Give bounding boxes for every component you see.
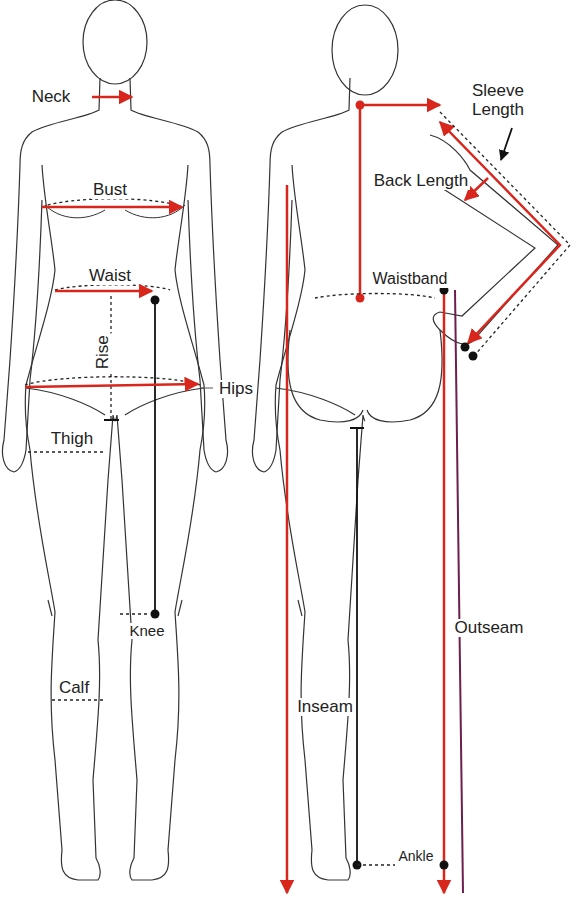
front-measure-lines bbox=[42, 206, 182, 209]
front-figure bbox=[188, 165, 228, 472]
front-measure-lines bbox=[42, 199, 182, 207]
measurement-label: Knee bbox=[127, 623, 166, 640]
measurement-label: Bust bbox=[91, 181, 129, 200]
front-measure-lines bbox=[154, 300, 156, 614]
front-figure bbox=[2, 0, 227, 880]
measurement-label: Thigh bbox=[49, 430, 96, 449]
front-measure-lines bbox=[55, 290, 152, 293]
back-measure-lines bbox=[315, 294, 435, 299]
measurement-label: Rise bbox=[94, 333, 113, 371]
front-measure-lines bbox=[25, 97, 213, 700]
front-measure-lines bbox=[55, 285, 170, 290]
back-measure-lines bbox=[501, 128, 512, 160]
back-figure bbox=[288, 330, 442, 422]
measurement-label: Back Length bbox=[372, 172, 471, 191]
back-measure-lines bbox=[360, 104, 440, 107]
back-measure-lines bbox=[357, 864, 395, 865]
back-measure-lines bbox=[443, 290, 446, 893]
measurement-label: Outseam bbox=[453, 619, 526, 638]
back-measure-lines bbox=[461, 343, 470, 352]
front-measure-lines bbox=[120, 613, 150, 614]
front-measure-lines bbox=[25, 384, 198, 387]
measurement-label: Calf bbox=[57, 679, 91, 698]
back-measure-lines bbox=[356, 294, 365, 303]
back-measure-lines bbox=[359, 105, 362, 298]
front-measure-lines bbox=[151, 296, 160, 305]
measurement-label: Waistband bbox=[371, 270, 450, 288]
back-measure-lines bbox=[350, 427, 364, 429]
measurement-label: Hips bbox=[217, 380, 255, 399]
measurement-label: Sleeve Length bbox=[456, 82, 540, 119]
measurement-label: Neck bbox=[30, 88, 73, 107]
back-measure-lines bbox=[469, 352, 478, 361]
back-measure-lines bbox=[286, 185, 289, 893]
front-measure-lines bbox=[52, 699, 103, 700]
front-figure bbox=[83, 0, 147, 84]
back-measure-lines bbox=[356, 428, 358, 865]
back-figure bbox=[270, 78, 365, 880]
front-figure bbox=[2, 165, 42, 472]
front-measure-lines bbox=[104, 419, 119, 421]
measurement-label: Waist bbox=[87, 267, 133, 286]
back-measure-lines bbox=[356, 101, 365, 110]
back-figure bbox=[332, 5, 398, 95]
back-measure-lines bbox=[287, 101, 570, 894]
front-measure-lines bbox=[200, 388, 213, 389]
front-figure bbox=[115, 78, 210, 880]
front-measure-lines bbox=[151, 610, 160, 619]
front-measure-lines bbox=[28, 451, 105, 452]
back-measure-lines bbox=[440, 122, 560, 343]
measurement-label: Ankle bbox=[396, 849, 435, 864]
back-measure-lines bbox=[455, 290, 463, 893]
back-measure-lines bbox=[440, 112, 570, 356]
measurement-label: Inseam bbox=[295, 698, 355, 717]
back-measure-lines bbox=[440, 861, 449, 870]
back-figure bbox=[252, 5, 574, 880]
front-measure-lines bbox=[92, 96, 132, 99]
